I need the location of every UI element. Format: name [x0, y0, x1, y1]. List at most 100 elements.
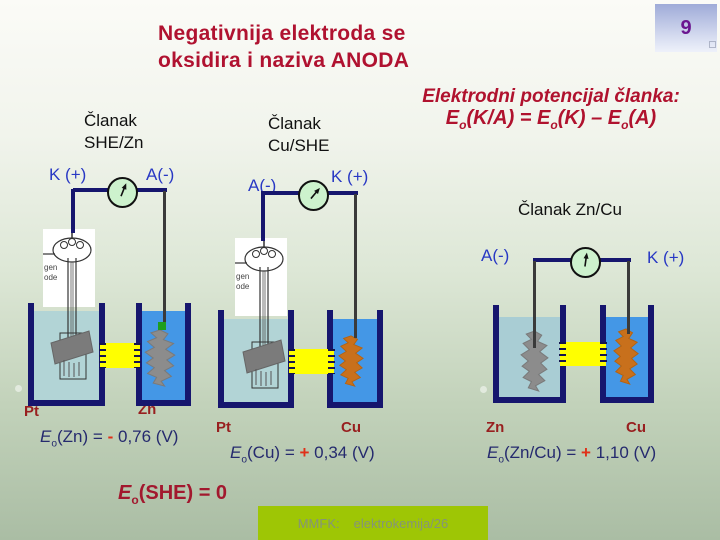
salt-bridge-stripes — [600, 342, 607, 366]
cell-potential-equation: Eo(K/A) = Eo(K) – Eo(A) — [390, 107, 712, 132]
cell2-left-electrode-label: Pt — [216, 419, 231, 436]
wire-segment — [627, 261, 630, 334]
hydrogen-label-line1: gen — [236, 272, 249, 281]
cell2-potential-formula: Eo(Cu) = + 0,34 (V) — [230, 443, 375, 465]
bubble — [480, 386, 487, 393]
cell1-title-line2: SHE/Zn — [84, 133, 144, 152]
zinc-electrode — [144, 329, 176, 387]
wire-segment — [533, 258, 572, 262]
salt-bridge-stripes — [134, 343, 141, 368]
page-number-box: 9 — [655, 4, 717, 52]
formula-symbol: E — [445, 107, 460, 129]
formula-sign: + — [581, 443, 591, 462]
footer-course: MMFK: — [297, 515, 340, 531]
formula-subscript: o — [51, 438, 58, 450]
formula-subscript: o — [621, 118, 629, 132]
formula-arg: (K/A) — [466, 107, 515, 129]
corner-mark — [709, 41, 716, 48]
cell2-anode-label: A(-) — [248, 176, 277, 195]
wire-segment — [261, 191, 300, 195]
formula-arg: (Cu) — [247, 443, 281, 462]
cell3-title: Članak Zn/Cu — [518, 200, 622, 219]
cell3-right-electrode-label: Cu — [626, 419, 646, 436]
bubble — [15, 385, 22, 392]
voltmeter — [570, 247, 601, 278]
formula-symbol: E — [40, 427, 52, 446]
footer-topic: elektrokemija/26 — [353, 515, 449, 531]
page-number: 9 — [680, 16, 692, 39]
cell1-title: Članak SHE/Zn — [84, 110, 144, 154]
formula-equals: = — [92, 427, 103, 446]
salt-bridge-stripes — [328, 349, 335, 374]
formula-arg: (Zn) — [57, 427, 89, 446]
wire-segment — [134, 188, 167, 192]
salt-bridge — [288, 349, 335, 374]
cell-potential-heading: Elektrodni potencijal članka: — [422, 86, 680, 107]
wire-segment — [261, 192, 265, 241]
formula-arg: (A) — [628, 107, 657, 129]
wire-segment — [325, 191, 358, 195]
cell3-potential-formula: Eo(Zn/Cu) = + 1,10 (V) — [487, 443, 656, 465]
hydrogen-electrode-image: gen ode — [43, 229, 95, 380]
salt-bridge-stripes — [288, 349, 295, 374]
hydrogen-label-line2: ode — [44, 273, 58, 282]
formula-subscript: o — [241, 454, 248, 466]
voltmeter — [298, 180, 329, 211]
formula-minus: – — [591, 107, 603, 129]
formula-sign: - — [107, 427, 114, 446]
copper-electrode — [338, 335, 364, 387]
voltmeter-needle — [583, 252, 589, 267]
formula-equals: = — [284, 443, 295, 462]
slide-title: Negativnija elektroda se oksidira i nazi… — [158, 20, 409, 74]
hydrogen-label-line2: ode — [236, 282, 250, 291]
formula-arg: (K) — [557, 107, 586, 129]
wire-segment — [596, 258, 631, 262]
she-reference-note: Eo(SHE) = 0 — [118, 482, 227, 507]
wire-segment — [71, 189, 75, 233]
formula-arg: (Zn/Cu) — [504, 443, 562, 462]
formula-subscript: o — [459, 118, 467, 132]
salt-bridge — [99, 343, 141, 368]
cell2-title: Članak Cu/SHE — [268, 113, 329, 157]
formula-value: 1,10 (V) — [595, 443, 657, 462]
wire-segment — [163, 191, 166, 323]
voltmeter-needle — [120, 183, 127, 197]
wire-clamp — [158, 322, 166, 330]
formula-symbol: E — [118, 482, 132, 504]
formula-subscript: o — [498, 454, 505, 466]
platinum-electrode — [50, 330, 94, 365]
wire-segment — [73, 188, 109, 192]
formula-equals: = — [519, 107, 532, 129]
cell3-anode-label: A(-) — [481, 246, 510, 265]
formula-rest: (SHE) = 0 — [138, 482, 228, 504]
platinum-electrode — [242, 339, 286, 374]
slide-title-line1: Negativnija elektroda se — [158, 22, 406, 45]
formula-value: 0,76 (V) — [118, 427, 179, 446]
formula-symbol: E — [537, 107, 551, 129]
cell2-right-electrode-label: Cu — [341, 419, 361, 436]
salt-bridge-stripes — [559, 342, 566, 366]
cell2-title-line1: Članak — [268, 114, 321, 133]
formula-subscript: o — [550, 118, 558, 132]
voltmeter-needle — [310, 187, 320, 200]
wire-segment — [354, 194, 357, 338]
cell3-cathode-label: K (+) — [647, 248, 685, 267]
zinc-electrode — [520, 330, 549, 392]
voltmeter — [107, 177, 138, 208]
cell1-anode-label: A(-) — [146, 165, 175, 184]
cell1-title-line1: Članak — [84, 111, 137, 130]
footer-bar: MMFK: elektrokemija/26 — [258, 506, 488, 540]
formula-sign: + — [299, 443, 310, 462]
hydrogen-label-line1: gen — [44, 263, 57, 272]
cell1-potential-formula: Eo(Zn) = - 0,76 (V) — [40, 427, 178, 449]
copper-electrode — [613, 328, 639, 385]
hydrogen-electrode-image: gen ode — [235, 238, 287, 389]
slide-title-line2: oksidira i naziva ANODA — [158, 49, 410, 72]
formula-subscript: o — [131, 493, 139, 507]
formula-symbol: E — [230, 443, 242, 462]
salt-bridge-stripes — [99, 343, 106, 368]
cell2-cathode-label: K (+) — [331, 167, 369, 186]
cell2-title-line2: Cu/SHE — [268, 136, 330, 155]
formula-symbol: E — [487, 443, 499, 462]
